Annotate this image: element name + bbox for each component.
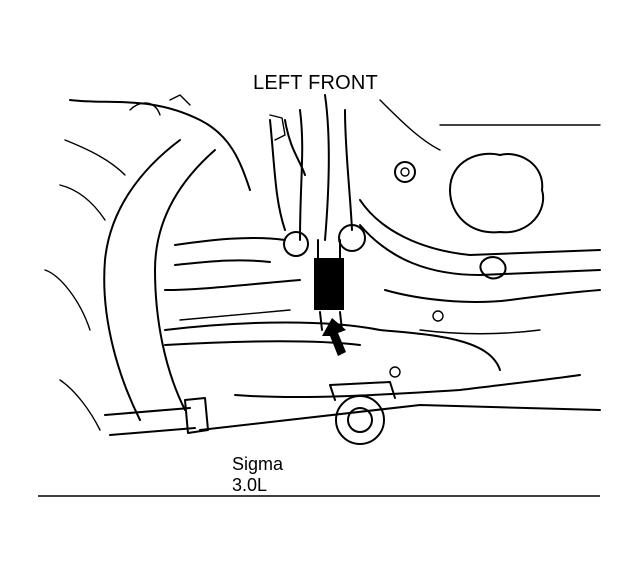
model-label: Sigma <box>232 454 284 474</box>
bolt-top <box>394 161 416 183</box>
hose-clamp <box>104 397 209 436</box>
oil-cap <box>449 152 545 234</box>
connector-right <box>338 224 366 252</box>
location-label: LEFT FRONT <box>253 72 378 94</box>
connector-left <box>283 231 309 257</box>
arrow-up-icon <box>322 318 346 356</box>
main-hose-inner <box>154 149 216 411</box>
cap-outer <box>335 395 385 445</box>
engine-label: 3.0L <box>232 475 268 495</box>
cap-inner <box>347 407 373 433</box>
sensor-block <box>314 258 344 310</box>
manifold-upper <box>164 321 501 371</box>
left-hose <box>69 99 251 191</box>
main-hose-outer <box>103 139 181 421</box>
wire-bundle <box>299 109 304 241</box>
